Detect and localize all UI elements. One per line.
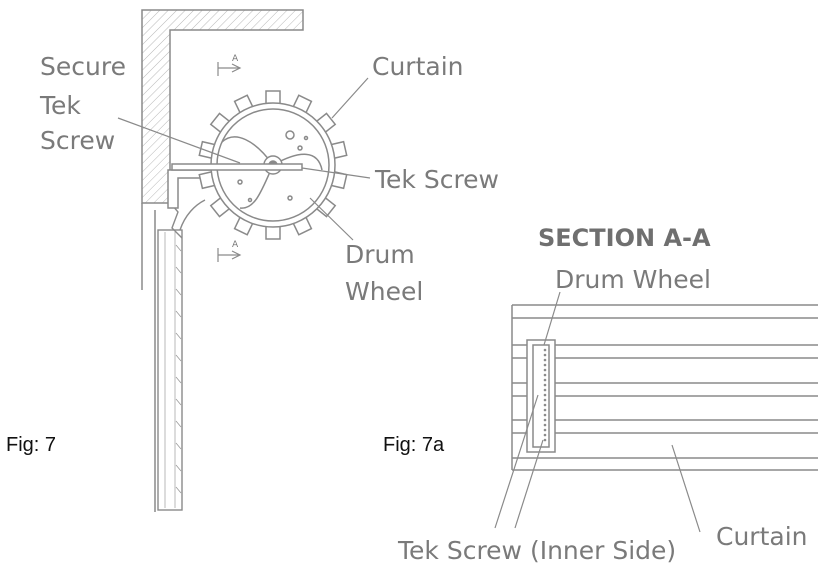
slat-tick [175, 464, 182, 472]
screw-dot [543, 363, 547, 367]
slat-tick [175, 266, 182, 274]
fig-7a-label: Fig: 7a [383, 434, 445, 456]
screw-dot [543, 378, 547, 382]
drum-wheel-label-fig7a: Drum Wheel [555, 265, 711, 294]
fig-7-label: Fig: 7 [6, 434, 57, 456]
leader-lines-fig7 [117, 77, 371, 241]
curtain-label-fig7a: Curtain [716, 522, 808, 551]
secure-tek-screw-label-line1: Secure [40, 52, 126, 81]
screw-dot [543, 353, 547, 357]
tek-screw-label: Tek Screw [375, 165, 499, 194]
screw-dot [543, 388, 547, 392]
slat-tick [175, 310, 182, 318]
section-marker-a-bottom: A [232, 240, 239, 250]
screw-dot [543, 428, 547, 432]
drum-wheel-label-line1: Drum [345, 240, 415, 269]
slat-tick [175, 376, 182, 384]
screw-dot [543, 383, 547, 387]
secure-tek-screw-label-line3: Screw [40, 126, 116, 155]
section-marker-a-top: A [232, 54, 239, 64]
slat-tick [175, 354, 182, 362]
slat-tick [175, 244, 182, 252]
section-marker-top [217, 62, 242, 76]
section-aa-panel [511, 304, 818, 471]
slat-tick [175, 288, 182, 296]
drum-wheel-label-line2: Wheel [345, 277, 424, 306]
screw-dot [543, 433, 547, 437]
screw-dot [543, 358, 547, 362]
screw-dot [543, 373, 547, 377]
screw-dot [543, 403, 547, 407]
slat-tick [175, 486, 182, 494]
slat-tick [175, 442, 182, 450]
section-aa-title: SECTION A-A [538, 224, 711, 252]
tek-screw-rod [171, 163, 303, 171]
screw-dot [543, 423, 547, 427]
curtain-label-fig7: Curtain [372, 52, 464, 81]
screw-dot [543, 438, 547, 442]
screw-dot [543, 348, 547, 352]
screw-dot [543, 413, 547, 417]
slat-tick [175, 420, 182, 428]
wall-section [141, 9, 304, 512]
section-marker-bottom [217, 248, 242, 262]
screw-dot [543, 368, 547, 372]
leader-lines-fig7a [494, 291, 701, 533]
tek-screw-inner-side-label: Tek Screw (Inner Side) [398, 536, 677, 565]
screw-dot [543, 398, 547, 402]
slat-tick [175, 332, 182, 340]
screw-dot [543, 393, 547, 397]
curtain-hanging [157, 199, 206, 511]
screw-dot [543, 418, 547, 422]
secure-tek-screw-label-line2: Tek [40, 91, 81, 120]
screw-dot [543, 408, 547, 412]
slat-tick [175, 398, 182, 406]
